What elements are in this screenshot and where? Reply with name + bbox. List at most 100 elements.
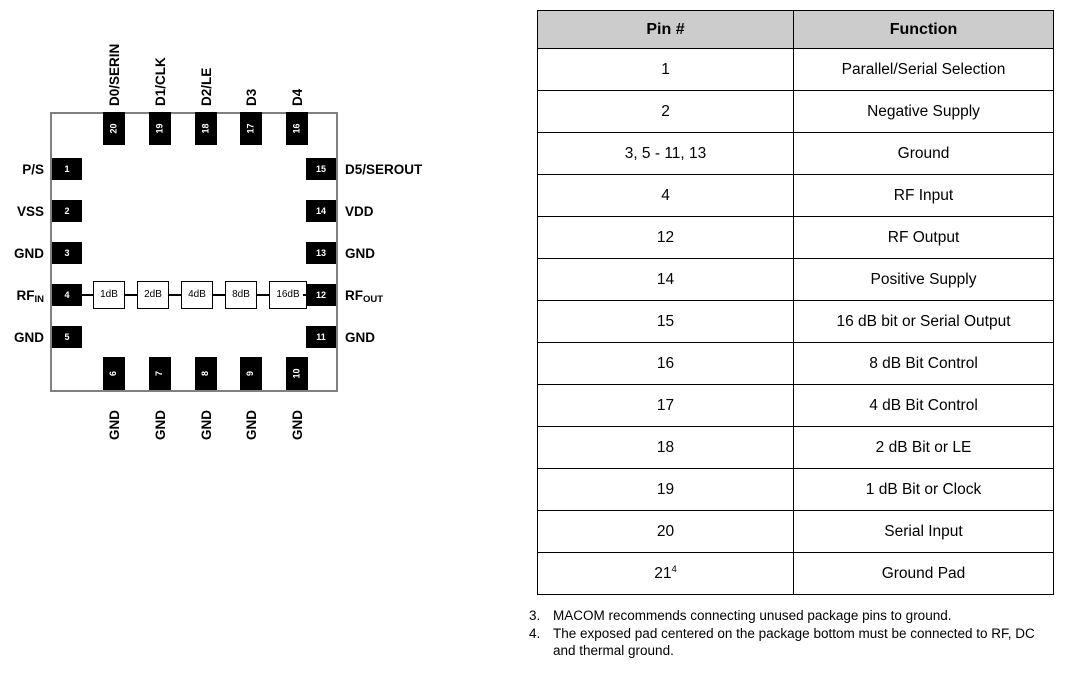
pad-9: 9 — [240, 357, 262, 390]
pad-13: 13 — [306, 242, 336, 264]
pad-label-1: P/S — [22, 162, 44, 177]
cell-pin-number: 18 — [537, 426, 794, 469]
cell-function: 8 dB Bit Control — [793, 342, 1054, 385]
pad-8-number: 8 — [200, 370, 211, 377]
footnote-4: 4. The exposed pad centered on the packa… — [529, 625, 1059, 659]
attenuator-8db: 8dB — [225, 281, 257, 309]
pad-2: 2 — [52, 200, 82, 222]
pad-1-number: 1 — [64, 163, 70, 174]
cell-pin-number: 15 — [537, 300, 794, 343]
attenuator-2db: 2dB — [137, 281, 169, 309]
pad-10: 10 — [286, 357, 308, 390]
pad-19: 19 — [149, 112, 171, 145]
pad-2-number: 2 — [64, 205, 70, 216]
cell-pin-number: 12 — [537, 216, 794, 259]
footnotes-block: 3. MACOM recommends connecting unused pa… — [529, 607, 1059, 660]
pad-label-4-base: RF — [16, 288, 35, 303]
cell-pin-number: 1 — [537, 48, 794, 91]
cell-function: RF Output — [793, 216, 1054, 259]
pad-3-number: 3 — [64, 247, 70, 258]
pad-label-6: GND — [107, 410, 122, 440]
footnote-3-text: MACOM recommends connecting unused packa… — [553, 608, 952, 623]
pad-label-17: D3 — [244, 88, 259, 106]
attenuator-4db: 4dB — [181, 281, 213, 309]
pad-20: 20 — [103, 112, 125, 145]
pad-label-12-base: RF — [345, 288, 363, 303]
pad-label-11: GND — [345, 330, 375, 345]
table-header-row: Pin # Function — [537, 10, 1054, 49]
pad-label-16: D4 — [290, 88, 305, 106]
cell-function: RF Input — [793, 174, 1054, 217]
cell-pin-number: 14 — [537, 258, 794, 301]
pad-5-number: 5 — [64, 331, 70, 342]
attenuator-16db: 16dB — [269, 281, 307, 309]
pad-6: 6 — [103, 357, 125, 390]
pad-12-number: 12 — [315, 289, 326, 300]
cell-pin-footnote-marker: 4 — [671, 563, 677, 575]
table-header: Pin # Function — [537, 10, 1054, 49]
cell-pin-number: 3, 5 - 11, 13 — [537, 132, 794, 175]
pad-label-2: VSS — [16, 204, 44, 219]
pad-label-4: RFIN — [0, 288, 45, 305]
package-body-outline — [50, 112, 338, 392]
cell-function: Ground Pad — [793, 552, 1054, 595]
pad-11: 11 — [306, 326, 336, 348]
pad-17-number: 17 — [245, 123, 256, 134]
pad-1: 1 — [52, 158, 82, 180]
pad-label-18: D2/LE — [199, 67, 214, 106]
cell-function: Positive Supply — [793, 258, 1054, 301]
wire-4db-to-8db — [213, 294, 225, 296]
pad-8: 8 — [195, 357, 217, 390]
cell-pin-number: 16 — [537, 342, 794, 385]
pad-label-5: GND — [14, 330, 44, 345]
cell-pin-number: 2 — [537, 90, 794, 133]
pad-11-number: 11 — [316, 331, 326, 342]
cell-function: Ground — [793, 132, 1054, 175]
pad-19-number: 19 — [154, 123, 165, 134]
cell-function: 1 dB Bit or Clock — [793, 468, 1054, 511]
pad-18-number: 18 — [200, 123, 211, 134]
pad-label-20: D0/SERIN — [107, 43, 122, 106]
package-pinout-diagram: 20 19 18 17 16 D0/SERIN D1/CLK D2/LE D3 … — [0, 0, 520, 690]
pad-12: 12 — [306, 284, 336, 306]
wire-8db-to-16db — [257, 294, 269, 296]
footnote-4-text: The exposed pad centered on the package … — [553, 626, 1035, 658]
pad-label-13: GND — [345, 246, 375, 261]
pad-label-7: GND — [153, 410, 168, 440]
pad-17: 17 — [240, 112, 262, 145]
cell-function: Negative Supply — [793, 90, 1054, 133]
pad-9-number: 9 — [245, 370, 256, 377]
pad-13-number: 13 — [315, 247, 326, 258]
pad-14: 14 — [306, 200, 336, 222]
pad-label-12-sub: OUT — [363, 294, 384, 305]
pad-16: 16 — [286, 112, 308, 145]
pad-label-14: VDD — [345, 204, 374, 219]
pad-14-number: 14 — [315, 205, 326, 216]
cell-pin-number: 17 — [537, 384, 794, 427]
pad-15-number: 15 — [315, 163, 326, 174]
pad-label-8: GND — [199, 410, 214, 440]
pad-4: 4 — [52, 284, 82, 306]
pad-20-number: 20 — [108, 123, 119, 134]
cell-function: 4 dB Bit Control — [793, 384, 1054, 427]
pad-5: 5 — [52, 326, 82, 348]
wire-16db-to-out — [303, 294, 309, 296]
pad-7: 7 — [149, 357, 171, 390]
footnote-3-number: 3. — [529, 608, 541, 623]
column-header-pin-number: Pin # — [537, 10, 794, 49]
cell-function: Serial Input — [793, 510, 1054, 553]
pad-7-number: 7 — [154, 370, 165, 377]
column-header-function: Function — [793, 10, 1054, 49]
pad-4-number: 4 — [64, 289, 70, 300]
cell-function: Parallel/Serial Selection — [793, 48, 1054, 91]
pad-label-10: GND — [290, 410, 305, 440]
